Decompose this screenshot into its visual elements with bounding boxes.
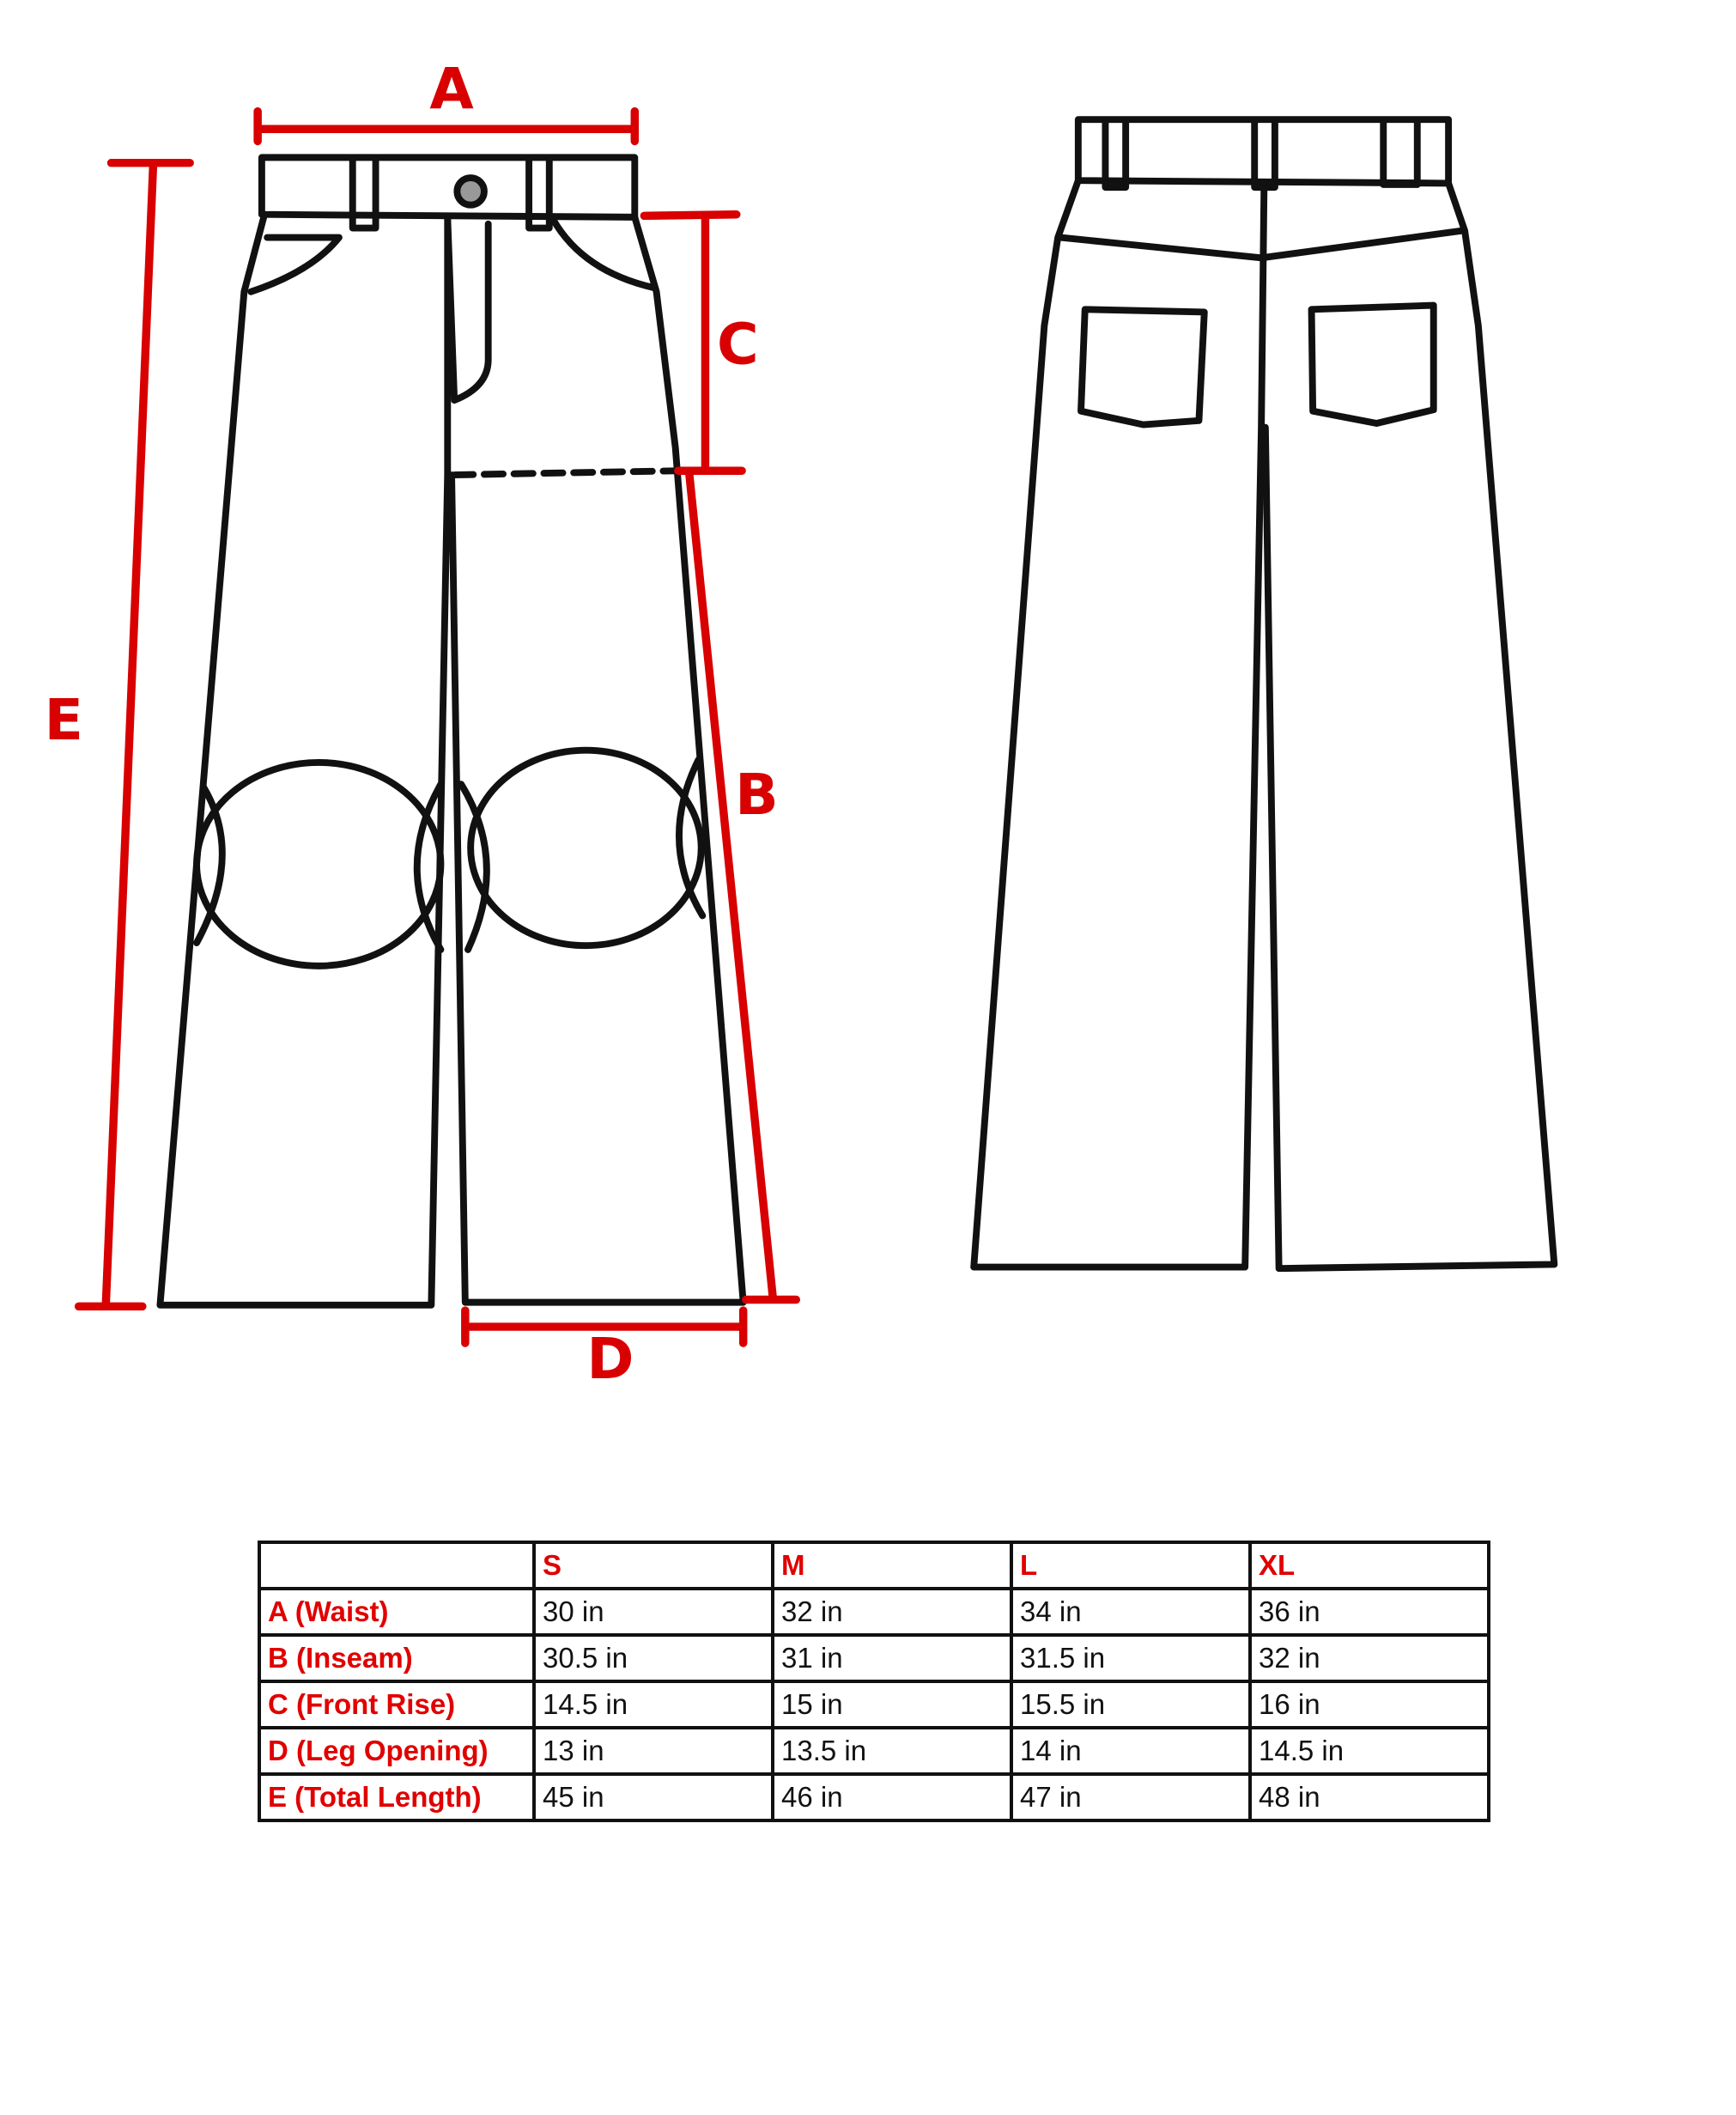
table-cell: 48 in xyxy=(1248,1772,1490,1822)
measure-line-b xyxy=(684,466,801,1304)
row-label: A (Waist) xyxy=(258,1587,536,1637)
table-cell: 31 in xyxy=(771,1633,1013,1683)
row-label: D (Leg Opening) xyxy=(258,1726,536,1776)
size-chart-table: S M L XL A (Waist) 30 in 32 in 34 in 36 … xyxy=(258,1541,1490,1822)
header-cell: S xyxy=(532,1541,774,1590)
table-cell: 16 in xyxy=(1248,1680,1490,1729)
table-row: E (Total Length) 45 in 46 in 47 in 48 in xyxy=(258,1772,1490,1822)
label-a: A xyxy=(429,56,474,123)
row-label: B (Inseam) xyxy=(258,1633,536,1683)
table-cell: 32 in xyxy=(771,1587,1013,1637)
table-cell: 14.5 in xyxy=(1248,1726,1490,1776)
front-view-pants xyxy=(156,154,747,1309)
header-cell: M xyxy=(771,1541,1013,1590)
header-cell xyxy=(258,1541,536,1590)
table-row: A (Waist) 30 in 32 in 34 in 36 in xyxy=(258,1587,1490,1637)
label-b: B xyxy=(735,761,779,828)
header-cell: L xyxy=(1010,1541,1252,1590)
table-cell: 47 in xyxy=(1010,1772,1252,1822)
table-cell: 36 in xyxy=(1248,1587,1490,1637)
table-row: C (Front Rise) 14.5 in 15 in 15.5 in 16 … xyxy=(258,1680,1490,1729)
measure-line-e xyxy=(74,158,194,1311)
table-row: D (Leg Opening) 13 in 13.5 in 14 in 14.5… xyxy=(258,1726,1490,1776)
row-label: E (Total Length) xyxy=(258,1772,536,1822)
label-e: E xyxy=(45,686,83,753)
label-d: D xyxy=(586,1325,634,1392)
row-label: C (Front Rise) xyxy=(258,1680,536,1729)
back-view-pants xyxy=(970,116,1558,1273)
table-cell: 13.5 in xyxy=(771,1726,1013,1776)
table-row: B (Inseam) 30.5 in 31 in 31.5 in 32 in xyxy=(258,1633,1490,1683)
table-cell: 15.5 in xyxy=(1010,1680,1252,1729)
table-cell: 14 in xyxy=(1010,1726,1252,1776)
table-header-row: S M L XL xyxy=(258,1541,1490,1590)
table-cell: 31.5 in xyxy=(1010,1633,1252,1683)
label-c: C xyxy=(717,310,759,377)
table-cell: 45 in xyxy=(532,1772,774,1822)
table-cell: 34 in xyxy=(1010,1587,1252,1637)
measure-line-d xyxy=(461,1306,748,1347)
measure-line-a xyxy=(253,106,640,146)
header-cell: XL xyxy=(1248,1541,1490,1590)
measurement-lines xyxy=(74,106,801,1347)
table-cell: 13 in xyxy=(532,1726,774,1776)
table-cell: 30.5 in xyxy=(532,1633,774,1683)
table-cell: 15 in xyxy=(771,1680,1013,1729)
table-cell: 32 in xyxy=(1248,1633,1490,1683)
table-cell: 30 in xyxy=(532,1587,774,1637)
table-cell: 46 in xyxy=(771,1772,1013,1822)
table-cell: 14.5 in xyxy=(532,1680,774,1729)
